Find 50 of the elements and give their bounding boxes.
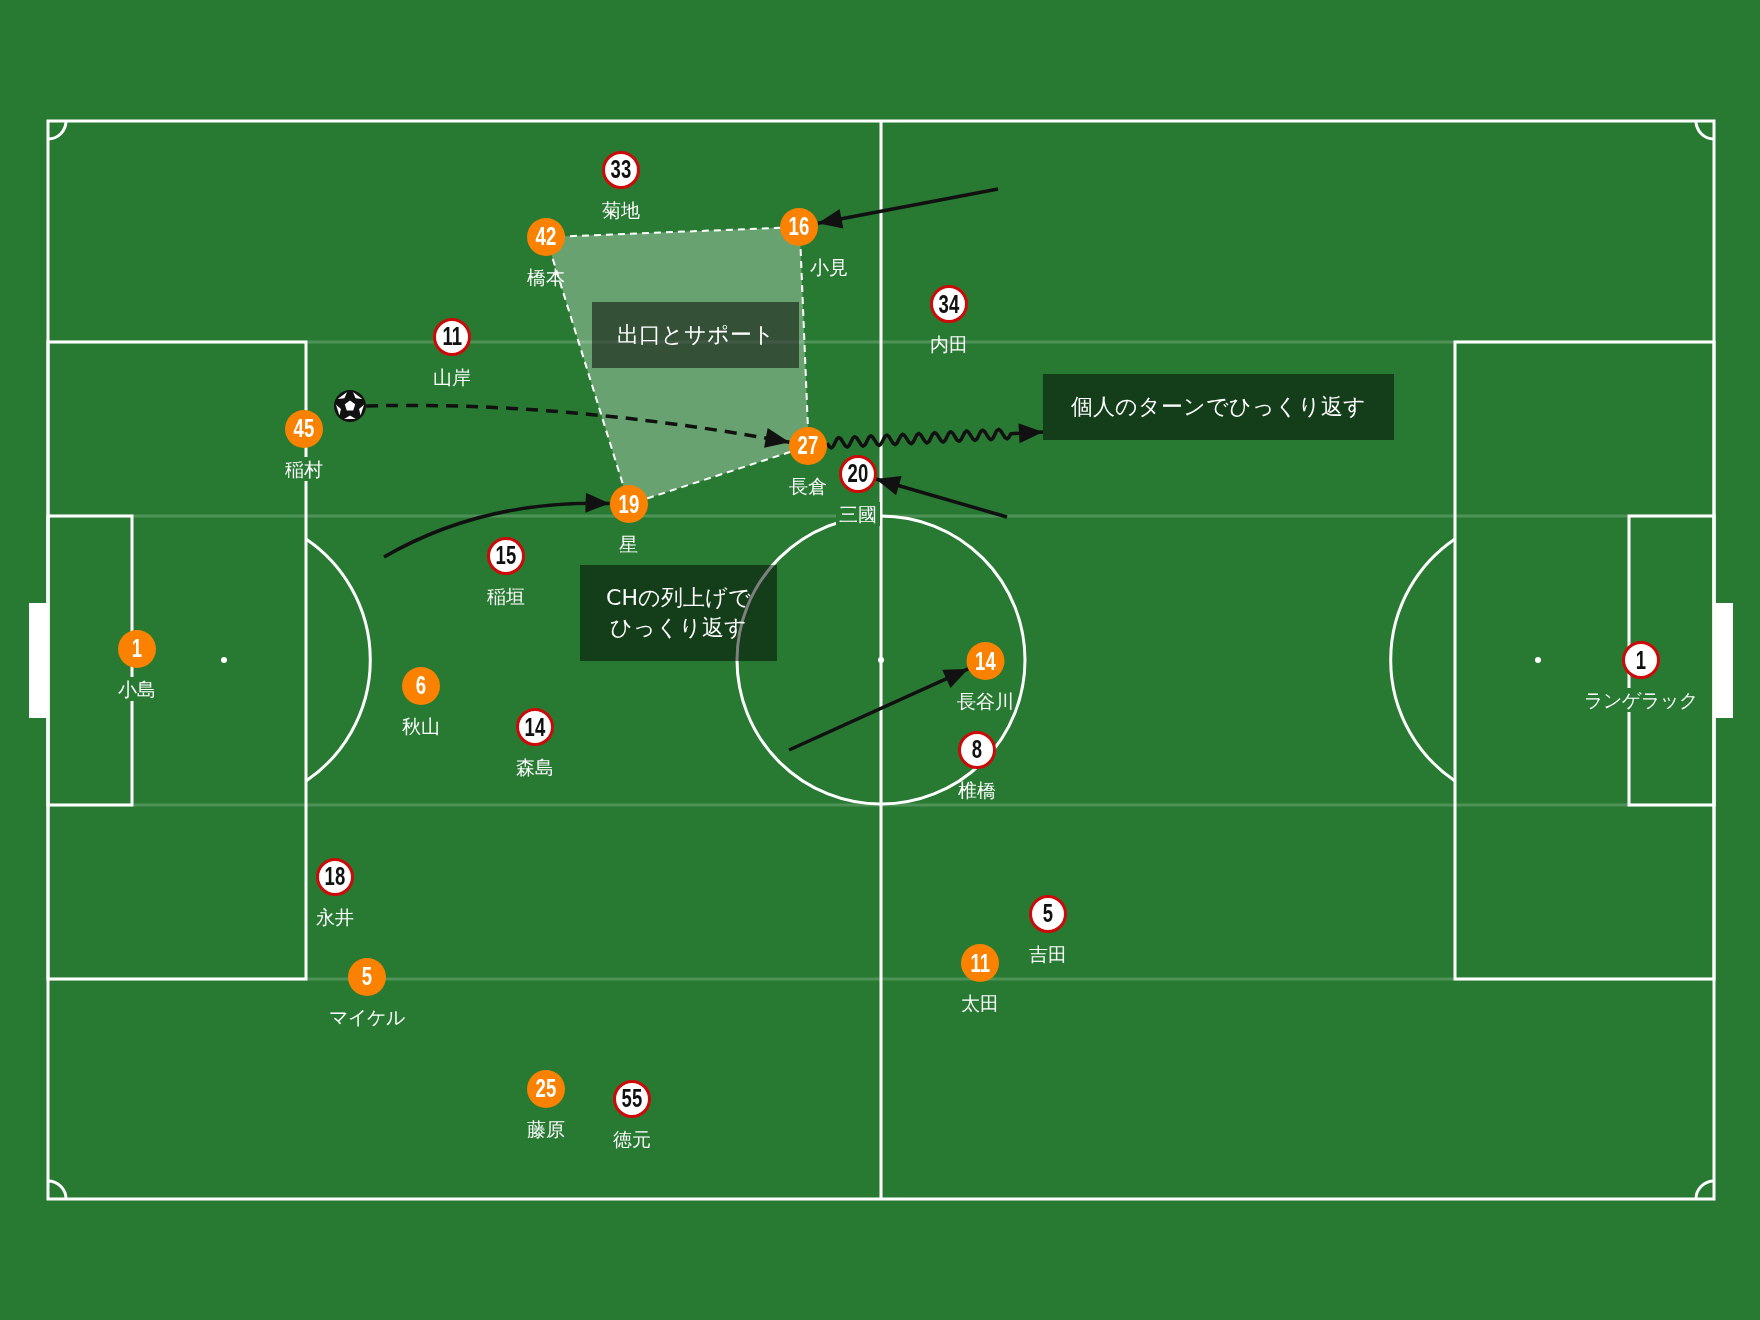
player-name: 長倉 [788, 473, 829, 498]
player-marker: 6 [401, 666, 440, 705]
player-marker: 27 [789, 426, 828, 465]
player-marker: 1 [117, 629, 156, 668]
player-name: 森島 [515, 755, 556, 780]
player-name: 長谷川 [956, 689, 1015, 714]
player-marker: 18 [315, 857, 354, 896]
soccer-ball-icon [334, 390, 367, 423]
player-marker: 55 [612, 1079, 651, 1118]
player-marker: 42 [526, 217, 565, 256]
player-marker: 20 [838, 454, 877, 493]
player-name: 秋山 [400, 713, 441, 738]
annotation-box: 出口とサポート [592, 302, 799, 368]
player-name: 内田 [928, 332, 969, 357]
wavy-arrow [825, 423, 1044, 450]
arrow [817, 187, 999, 229]
player-name: 菊地 [600, 197, 641, 222]
player-name: 三國 [835, 501, 880, 526]
arrow [788, 667, 969, 752]
player-marker: 5 [1029, 894, 1068, 933]
player-marker: 1 [1622, 641, 1660, 679]
player-name: 稲垣 [486, 583, 527, 608]
player-name: 永井 [314, 904, 355, 929]
player-name: 太田 [959, 991, 1000, 1016]
player-marker: 8 [957, 730, 996, 769]
player-marker: 15 [487, 536, 526, 575]
player-marker: 16 [780, 207, 819, 246]
player-marker: 11 [960, 944, 999, 983]
player-name: 藤原 [525, 1116, 566, 1141]
player-marker: 25 [526, 1069, 565, 1108]
player-marker: 45 [285, 409, 324, 448]
curved-arrow [383, 493, 610, 559]
player-marker: 14 [966, 642, 1005, 681]
player-name: 星 [618, 532, 640, 556]
player-name: マイケル [328, 1004, 406, 1029]
dashed-arrow [366, 403, 790, 448]
player-marker: 19 [609, 485, 648, 523]
arrow [875, 476, 1008, 519]
player-marker: 14 [516, 708, 555, 747]
player-marker: 33 [601, 150, 640, 189]
player-name: 徳元 [611, 1126, 652, 1151]
player-name: 小見 [809, 254, 850, 279]
player-marker: 34 [929, 285, 968, 324]
player-name: 山岸 [432, 364, 473, 389]
annotation-box: CHの列上げでひっくり返す [580, 565, 777, 661]
annotation-box: 個人のターンでひっくり返す [1043, 374, 1394, 440]
player-name: 椎橋 [956, 777, 997, 802]
player-marker: 5 [348, 957, 386, 996]
player-name: 吉田 [1028, 941, 1069, 966]
player-marker: 11 [433, 317, 472, 356]
